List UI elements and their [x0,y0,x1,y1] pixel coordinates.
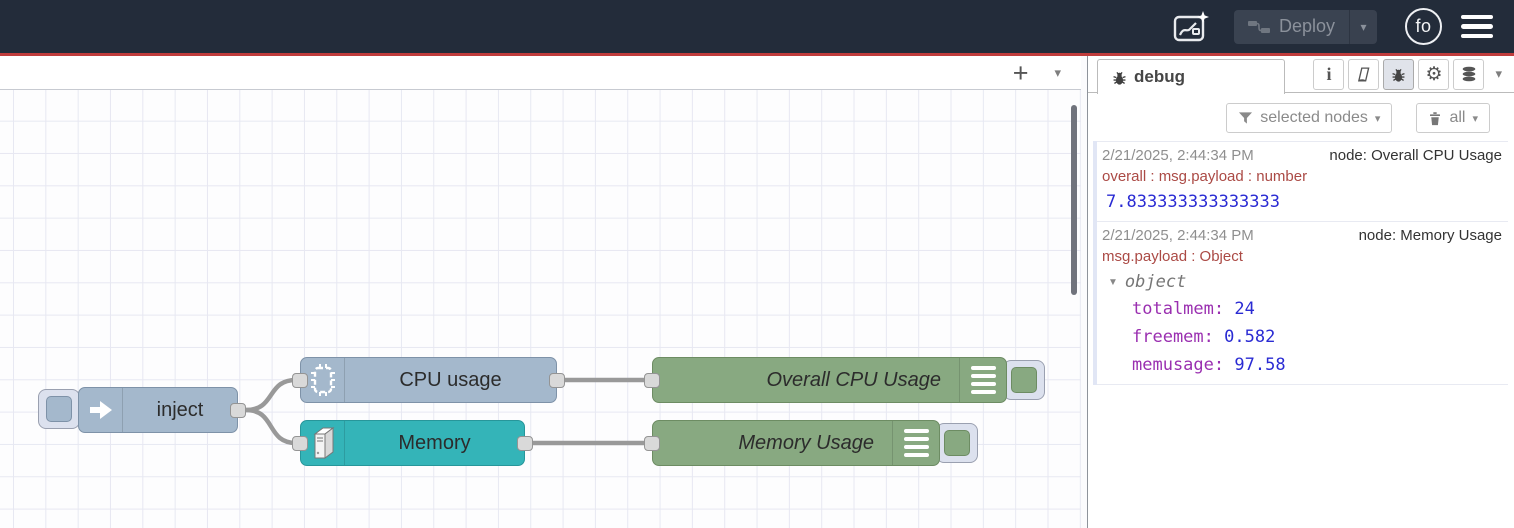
wire-inject-cpu[interactable] [243,377,299,413]
node-debug-memory[interactable]: Memory Usage [652,420,940,466]
filter-label: selected nodes [1260,109,1368,126]
workspace: + ▾ [0,56,1514,528]
message-node-name[interactable]: node: Overall CPU Usage [1329,147,1502,164]
debug-sidebar: debug i [1088,56,1514,528]
caret-down-icon: ▾ [1374,112,1381,125]
inject-arrow-icon [79,388,123,432]
port-debug-cpu-in[interactable] [644,373,660,388]
node-label: Memory [398,431,471,454]
deploy-nodes-icon [1247,20,1270,33]
debug-message[interactable]: 2/21/2025, 2:44:34 PM node: Memory Usage… [1097,222,1508,385]
user-avatar[interactable]: fo [1405,8,1442,45]
message-value[interactable]: 7.833333333333333 [1106,192,1280,212]
node-cpu-usage[interactable]: CPU usage [300,357,557,403]
node-label: Memory Usage [738,431,874,454]
bug-icon [1113,71,1126,85]
object-property: freemem: 0.582 [1132,327,1276,347]
header-underline [0,53,1514,56]
inject-trigger-button[interactable] [38,389,80,429]
node-label: inject [156,398,204,421]
debug-toggle-memory-button[interactable] [936,423,978,463]
sidebar-help-button[interactable] [1348,58,1380,90]
port-cpu-in[interactable] [292,373,308,388]
flow-canvas[interactable]: + ▾ [0,56,1081,528]
debug-clear-button[interactable]: all ▾ [1416,103,1490,133]
node-memory[interactable]: Memory [300,420,525,466]
tab-debug[interactable]: debug [1097,59,1285,94]
flow-tabstrip: + ▾ [0,56,1081,90]
debug-toolbar: selected nodes ▾ all ▾ [1088,93,1514,133]
deploy-options-caret[interactable]: ▾ [1349,9,1377,44]
debug-filter-button[interactable]: selected nodes ▾ [1226,103,1393,133]
sidebar-config-button[interactable]: ⚙ [1418,58,1450,90]
tab-debug-label: debug [1134,67,1185,86]
port-inject-out[interactable] [230,403,246,418]
port-memory-in[interactable] [292,436,308,451]
flow-list-caret[interactable]: ▾ [1054,64,1061,80]
add-flow-button[interactable]: + [1012,57,1029,88]
chevron-down-icon: ▼ [1108,277,1118,288]
node-inject[interactable]: inject [78,387,238,433]
flow-assistant-icon[interactable] [1172,10,1210,44]
caret-down-icon: ▾ [1472,112,1478,125]
debug-message[interactable]: 2/21/2025, 2:44:34 PM node: Overall CPU … [1097,141,1508,222]
sidebar-context-button[interactable] [1453,58,1485,90]
port-memory-out[interactable] [517,436,533,451]
deploy-button-main: Deploy [1233,9,1349,44]
node-debug-overall-cpu[interactable]: Overall CPU Usage [652,357,1007,403]
book-icon [1358,66,1370,82]
inject-trigger-inner [46,396,72,422]
object-label: object [1124,272,1187,292]
database-icon [1462,66,1476,82]
debug-toggle-cpu-inner [1011,367,1037,393]
canvas-vertical-scrollbar[interactable] [1071,105,1077,295]
message-node-name[interactable]: node: Memory Usage [1358,227,1502,244]
bug-icon [1392,68,1406,82]
sidebar-debug-button[interactable] [1383,58,1415,90]
message-property-path: overall : msg.payload : number [1102,168,1308,185]
object-property: totalmem: 24 [1132,299,1255,319]
deploy-button[interactable]: Deploy ▾ [1233,9,1377,44]
funnel-icon [1239,112,1253,124]
object-property: memusage: 97.58 [1132,355,1286,375]
port-debug-memory-in[interactable] [644,436,660,451]
main-menu-icon[interactable] [1461,14,1493,39]
debug-console-icon [959,358,1006,402]
gear-icon: ⚙ [1425,63,1443,85]
message-timestamp: 2/21/2025, 2:44:34 PM [1102,227,1254,244]
header-bar: Deploy ▾ fo [0,0,1514,53]
wire-inject-memory[interactable] [243,407,299,446]
cpu-chip-icon [301,358,345,402]
clear-label: all [1449,109,1466,126]
info-icon: i [1326,63,1332,84]
sidebar-more-caret[interactable]: ▾ [1495,66,1502,81]
object-expander[interactable]: ▼ object [1102,267,1502,295]
node-label: Overall CPU Usage [766,368,941,391]
debug-toggle-memory-inner [944,430,970,456]
debug-toggle-cpu-button[interactable] [1003,360,1045,400]
port-cpu-out[interactable] [549,373,565,388]
message-property-path: msg.payload : Object [1102,248,1243,265]
wire-layer [243,377,649,446]
sidebar-resize-handle[interactable] [1081,56,1088,528]
node-label: CPU usage [399,368,502,391]
trash-icon [1430,111,1441,125]
message-timestamp: 2/21/2025, 2:44:34 PM [1102,147,1254,164]
sidebar-info-button[interactable]: i [1313,58,1345,90]
debug-console-icon [892,421,939,465]
deploy-label: Deploy [1278,16,1335,36]
server-tower-icon [301,421,345,465]
debug-message-list: 2/21/2025, 2:44:34 PM node: Overall CPU … [1093,141,1508,385]
sidebar-header: debug i [1088,56,1514,94]
